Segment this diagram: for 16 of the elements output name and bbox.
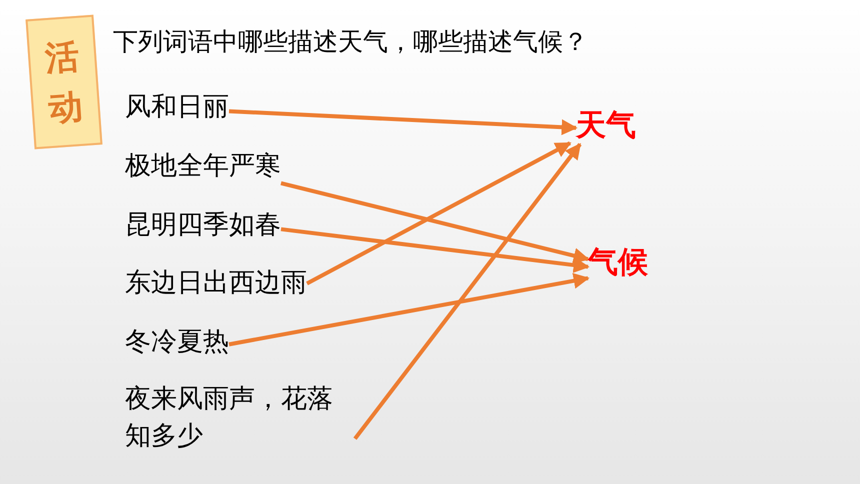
phrase-text: 昆明四季如春 <box>125 207 281 244</box>
phrase-text: 风和日丽 <box>125 89 229 126</box>
arrow <box>353 142 582 440</box>
arrow <box>306 141 572 286</box>
question-text: 下列词语中哪些描述天气，哪些描述气候？ <box>113 26 588 58</box>
category-label: 气候 <box>588 244 648 282</box>
category-label: 天气 <box>576 107 636 145</box>
arrow <box>228 109 578 136</box>
phrase-text: 夜来风雨声，花落知多少 <box>125 381 355 455</box>
arrow <box>280 181 590 264</box>
phrase-text: 极地全年严寒 <box>125 148 281 185</box>
activity-badge: 活动 <box>26 14 102 150</box>
arrow <box>228 272 590 346</box>
phrase-text: 东边日出西边雨 <box>125 265 307 302</box>
arrow <box>280 227 590 273</box>
phrase-text: 冬冷夏热 <box>125 324 229 361</box>
